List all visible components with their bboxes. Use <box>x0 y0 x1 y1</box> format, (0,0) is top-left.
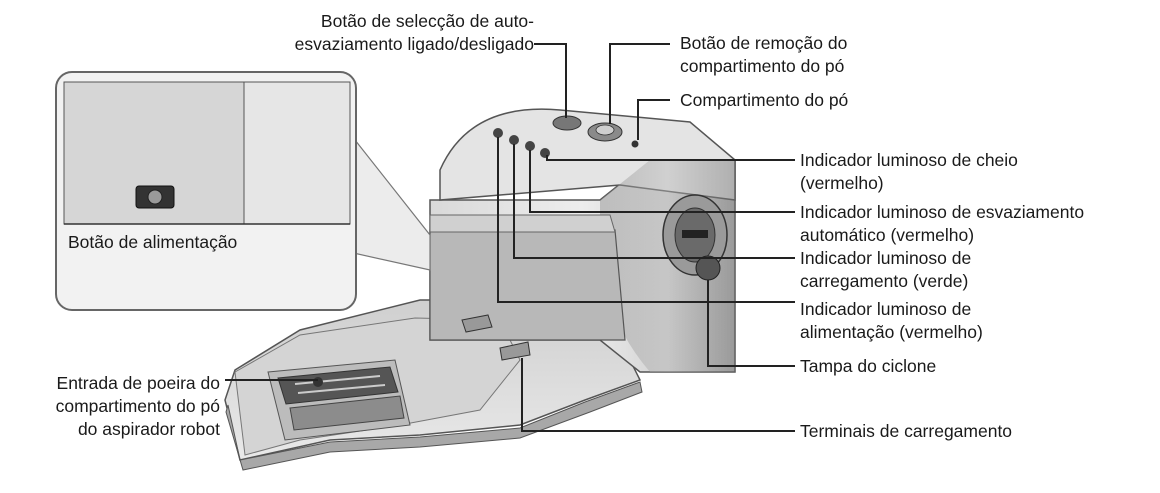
leader-dust-bin-release <box>609 43 670 124</box>
label-line: Indicador luminoso de esvaziamento <box>800 202 1085 222</box>
label-line: (vermelho) <box>800 173 884 193</box>
label-power-button: Botão de alimentação <box>68 232 238 252</box>
label-line: alimentação (vermelho) <box>800 322 983 342</box>
label-line: Indicador luminoso de <box>800 248 972 268</box>
label-charging-indicator: Indicador luminoso de carregamento (verd… <box>800 247 971 293</box>
label-auto-empty-button: Botão de selecção de auto- esvaziamento … <box>295 10 534 56</box>
label-full-indicator: Indicador luminoso de cheio (vermelho) <box>800 149 1018 195</box>
label-line: compartimento do pó <box>680 56 845 76</box>
leader-full-indicator <box>546 155 795 161</box>
leader-cyclone-cover <box>707 280 795 367</box>
leader-dust-bin <box>637 99 670 140</box>
label-dust-bin: Compartimento do pó <box>680 90 849 110</box>
label-power-indicator: Indicador luminoso de alimentação (verme… <box>800 298 983 344</box>
label-line: carregamento (verde) <box>800 271 969 291</box>
cyclone-cover <box>662 194 728 281</box>
top-buttons <box>552 115 639 148</box>
leader-lines <box>225 43 795 432</box>
label-line: Botão de selecção de auto- <box>320 11 534 31</box>
charging-terminals <box>461 314 531 361</box>
leader-charging-terminals <box>521 358 795 432</box>
leader-auto-empty-button <box>534 43 567 118</box>
dust-inlet-grille <box>267 359 411 441</box>
label-auto-empty-indicator: Indicador luminoso de esvaziamento autom… <box>800 201 1084 247</box>
leader-power-indicator <box>497 137 795 303</box>
label-line: Entrada de poeira do <box>56 373 220 393</box>
power-button-inset <box>55 71 431 311</box>
label-line: esvaziamento ligado/desligado <box>294 34 534 54</box>
leader-auto-empty-indicator <box>529 150 795 213</box>
label-dust-bin-release: Botão de remoção do compartimento do pó <box>680 32 847 78</box>
leader-charging-indicator <box>513 144 795 259</box>
label-line: compartimento do pó <box>55 396 220 416</box>
label-line: automático (vermelho) <box>800 225 975 245</box>
label-line: do aspirador robot <box>77 419 220 439</box>
label-line: Indicador luminoso de cheio <box>800 150 1018 170</box>
label-cyclone-cover: Tampa do ciclone <box>800 356 937 376</box>
label-dust-inlet: Entrada de poeira do compartimento do pó… <box>56 372 220 441</box>
label-line: Indicador luminoso de <box>800 299 972 319</box>
label-charging-terminals: Terminais de carregamento <box>800 421 1013 441</box>
label-line: Botão de remoção do <box>680 33 848 53</box>
